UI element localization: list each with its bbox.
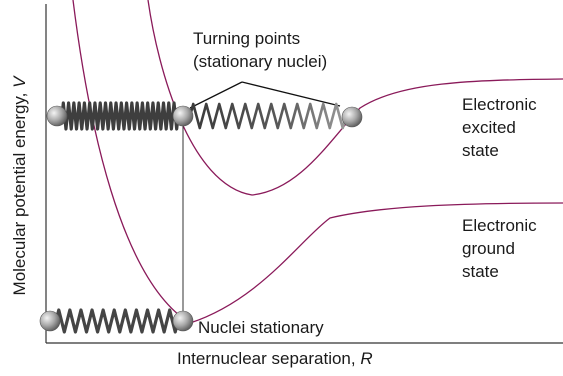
x-axis-label-text: Internuclear separation, (177, 349, 361, 368)
ground-spring (54, 308, 180, 334)
atom-excited-middle (172, 105, 194, 127)
excited-state-label: Electronic excited state (462, 93, 537, 162)
ground-state-line1: Electronic (462, 216, 537, 235)
atom-excited-right (341, 106, 363, 128)
excited-state-line2: excited (462, 118, 516, 137)
turning-points-line1: Turning points (193, 29, 301, 48)
excited-compressed-spring (60, 101, 180, 131)
atom-ground-left (39, 310, 61, 332)
y-axis-label: Molecular potential energy, V (10, 77, 30, 296)
x-axis-label: Internuclear separation, R (177, 349, 373, 369)
turning-points-label: Turning points (stationary nuclei) (193, 27, 327, 73)
nuclei-stationary-text: Nuclei stationary (198, 318, 324, 337)
spring-coil (54, 308, 180, 334)
turning-point-pointer-right (241, 81, 341, 107)
spring-coil (188, 102, 348, 130)
excited-stretched-spring (188, 102, 348, 130)
atom-ground-right (172, 310, 194, 332)
y-axis-symbol: V (10, 76, 29, 88)
turning-point-pointer-left (189, 81, 243, 109)
atom-excited-left (46, 105, 68, 127)
ground-state-curve (72, 0, 563, 324)
nuclei-stationary-label: Nuclei stationary (198, 316, 324, 339)
spring-coil (60, 101, 180, 131)
turning-points-line2: (stationary nuclei) (193, 52, 328, 71)
x-axis-symbol: R (360, 349, 373, 368)
ground-state-line2: ground (462, 239, 515, 258)
excited-state-line1: Electronic (462, 95, 537, 114)
excited-state-line3: state (462, 141, 499, 160)
ground-state-line3: state (462, 262, 499, 281)
y-axis-label-text: Molecular potential energy, (10, 87, 29, 296)
ground-state-label: Electronic ground state (462, 214, 537, 283)
